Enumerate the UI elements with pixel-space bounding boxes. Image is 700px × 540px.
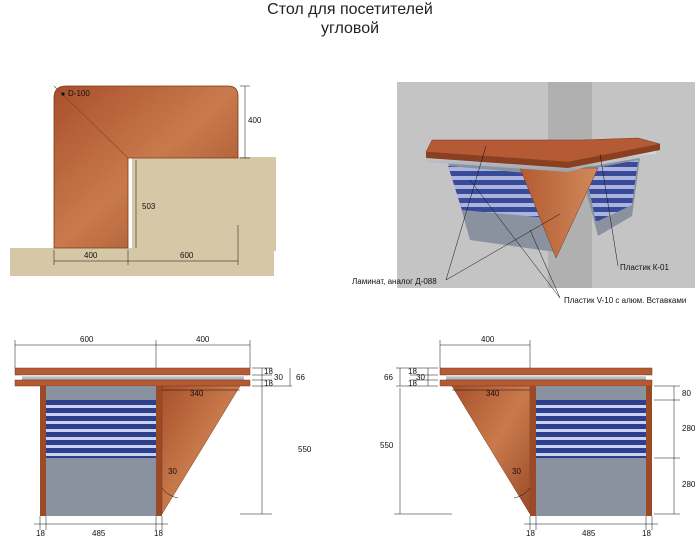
dim-fl-600: 600 bbox=[80, 335, 94, 344]
dim-fr-angle: 30 bbox=[512, 467, 521, 476]
dim-fr-b18b: 18 bbox=[642, 529, 651, 538]
render-metal-strip bbox=[426, 146, 656, 172]
label-plastic-k01: Пластик К-01 bbox=[620, 263, 669, 272]
render-view: Ламинат, аналог Д-088 Пластик К-01 Пласт… bbox=[352, 82, 695, 305]
dim-fr-18b: 18 bbox=[408, 379, 417, 388]
dim-plan-left-width: 400 bbox=[84, 251, 98, 260]
dim-fl-66: 66 bbox=[296, 373, 305, 382]
fl-tabletop bbox=[14, 367, 251, 376]
dim-fl-b485: 485 bbox=[92, 529, 106, 538]
dim-fl-b18a: 18 bbox=[36, 529, 45, 538]
render-right-stripes bbox=[585, 160, 638, 222]
radius-label: D-100 bbox=[68, 89, 90, 98]
plan-view: D-100 400 503 400 600 bbox=[10, 85, 276, 276]
dim-fl-18b: 18 bbox=[264, 379, 273, 388]
dim-fr-400: 400 bbox=[481, 335, 495, 344]
dim-fr-30: 30 bbox=[416, 373, 425, 382]
fr-tabletop-lower bbox=[439, 379, 653, 387]
fr-metal-strip bbox=[446, 375, 646, 380]
dim-fl-18a: 18 bbox=[264, 367, 273, 376]
front-view-right: 400 340 30 66 18 bbox=[380, 335, 696, 538]
fr-wood-triangle bbox=[451, 385, 531, 515]
label-laminate: Ламинат, аналог Д-088 bbox=[352, 277, 437, 286]
dim-plan-depth: 400 bbox=[248, 116, 262, 125]
dim-fr-66: 66 bbox=[384, 373, 393, 382]
front-view-left: 600 400 340 30 18 30 bbox=[14, 335, 312, 538]
fl-left-leg bbox=[40, 386, 46, 516]
dim-fr-b18a: 18 bbox=[526, 529, 535, 538]
dim-fl-30: 30 bbox=[274, 373, 283, 382]
fr-tabletop bbox=[439, 367, 653, 376]
dim-plan-right-width: 600 bbox=[180, 251, 194, 260]
render-tabletop-edge bbox=[426, 144, 660, 168]
dim-fr-280b: 280 bbox=[682, 480, 696, 489]
dim-fr-550: 550 bbox=[380, 441, 394, 450]
dim-fr-280a: 280 bbox=[682, 424, 696, 433]
fr-mid-leg bbox=[530, 386, 536, 516]
radius-marker bbox=[61, 92, 65, 96]
dim-fl-angle: 30 bbox=[168, 467, 177, 476]
title-line-1: Стол для посетителей bbox=[267, 1, 433, 18]
fr-right-leg bbox=[646, 386, 652, 516]
beige-base-strip bbox=[10, 248, 274, 276]
render-left-stripes bbox=[448, 166, 548, 218]
title-line-2: угловой bbox=[320, 20, 380, 37]
dim-fl-550: 550 bbox=[298, 445, 312, 454]
fl-metal-strip bbox=[22, 375, 244, 380]
dim-fl-400: 400 bbox=[196, 335, 210, 344]
page-title: Стол для посетителей угловой bbox=[0, 0, 700, 38]
label-plastic-v10: Пластик V-10 с алюм. Вставками bbox=[564, 296, 686, 305]
dim-fr-18a: 18 bbox=[408, 367, 417, 376]
fl-mid-leg bbox=[156, 386, 162, 516]
dim-fr-80: 80 bbox=[682, 389, 691, 398]
dim-plan-height: 503 bbox=[142, 202, 156, 211]
dim-fr-b485: 485 bbox=[582, 529, 596, 538]
fl-blue-stripes bbox=[46, 400, 156, 458]
dim-fl-b18b: 18 bbox=[154, 529, 163, 538]
dim-fr-340: 340 bbox=[486, 389, 500, 398]
fr-blue-stripes bbox=[536, 400, 646, 458]
dim-fl-340: 340 bbox=[190, 389, 204, 398]
fl-tabletop-lower bbox=[14, 379, 251, 387]
fl-wood-triangle bbox=[161, 385, 241, 515]
beige-cut-block bbox=[132, 157, 276, 251]
